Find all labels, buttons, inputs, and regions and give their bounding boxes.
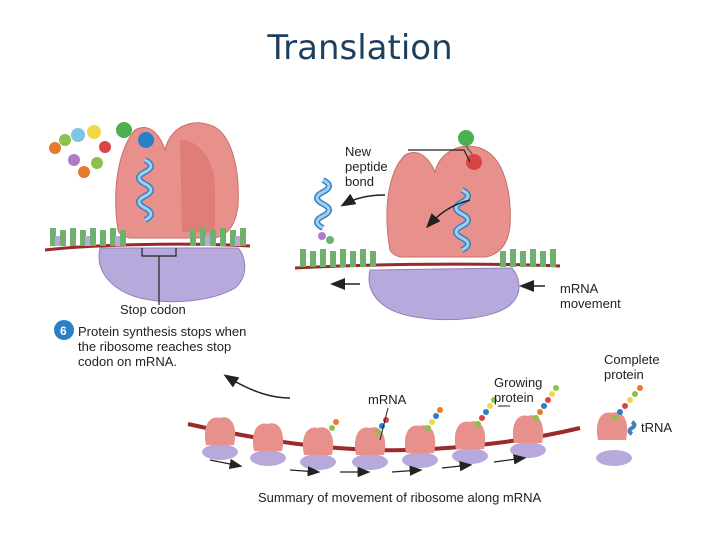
stop-codon-label: Stop codon	[120, 302, 186, 317]
trna-exit-arrow-icon	[340, 193, 386, 207]
summary-caption: Summary of movement of ribosome along mR…	[258, 490, 542, 505]
mrna-movement-label: mRNA movement	[560, 281, 621, 311]
new-peptide-bond-pointer	[408, 149, 471, 163]
growing-chains	[329, 385, 643, 435]
slide-title: Translation	[267, 28, 453, 68]
growing-protein-label: Growing protein	[494, 375, 546, 405]
ribosome-icon	[300, 427, 336, 470]
amino-acid-icon	[458, 130, 482, 170]
ribosome-icon	[452, 421, 488, 464]
complete-protein-label: Complete protein	[604, 352, 663, 382]
ribosome-icon	[510, 415, 546, 458]
protein-chain-left	[49, 122, 154, 178]
new-peptide-bond-label: New peptide bond	[345, 144, 391, 189]
ribosome-right-icon	[368, 145, 520, 321]
trna-right-inside-icon	[453, 187, 471, 253]
stop-codon-bracket	[141, 248, 177, 305]
ribosome-icon	[352, 427, 388, 470]
bond-arrow-icon	[425, 199, 471, 229]
ribosome-icon	[596, 412, 632, 466]
trna-small-icon	[627, 420, 637, 436]
step-badge	[54, 320, 74, 340]
trna-label: tRNA	[641, 420, 672, 435]
step-text: Protein synthesis stops when the ribosom…	[78, 324, 250, 369]
mrna-left	[44, 228, 251, 252]
ribosome-left-icon	[98, 122, 246, 303]
trna-exit-icon	[314, 177, 334, 244]
mrna-right	[294, 249, 561, 270]
ribosome-icon	[202, 417, 238, 460]
summary-arrows	[209, 454, 527, 478]
ribosome-icon	[250, 423, 286, 466]
ribosome-icon	[402, 425, 438, 468]
mrna-label: mRNA	[368, 392, 407, 407]
cycle-arrow-icon	[223, 374, 291, 399]
mrna-pointer	[379, 407, 389, 441]
step-number: 6	[60, 324, 67, 338]
summary-ribosomes	[202, 412, 632, 470]
trna-left-icon	[136, 157, 154, 223]
